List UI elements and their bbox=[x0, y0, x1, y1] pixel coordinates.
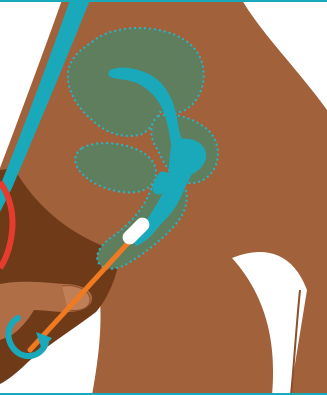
illustration-scene bbox=[0, 0, 327, 395]
swab-insertion-illustration bbox=[0, 0, 327, 395]
